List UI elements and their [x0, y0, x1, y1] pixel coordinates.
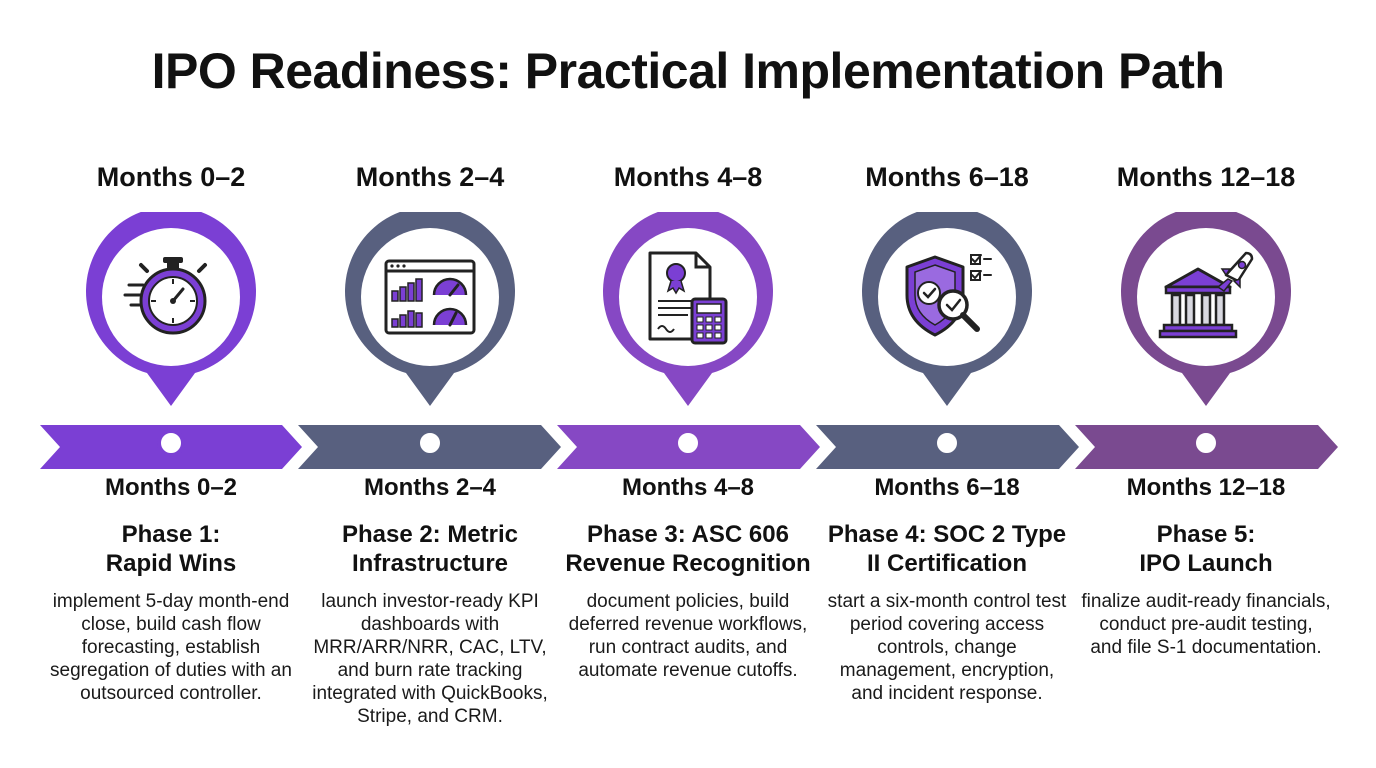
- phase-1: Months 0–2 Months 0–2 Phase 1: R: [42, 0, 300, 768]
- phase-title: Phase 5: IPO Launch: [1139, 521, 1273, 577]
- phase-description: start a six-month control test period co…: [827, 591, 1067, 704]
- phase-description: implement 5-day month-end close, build c…: [50, 591, 292, 704]
- phase-months-bottom: Months 6–18: [874, 474, 1020, 501]
- phase-title: Phase 2: Metric Infrastructure: [341, 521, 519, 577]
- phase-3: Months 4–8 Months 4–8: [559, 0, 817, 768]
- phase-pin: [603, 212, 773, 412]
- phase-title: Phase 1: Rapid Wins: [105, 521, 237, 577]
- phase-description: document policies, build deferred revenu…: [568, 591, 808, 681]
- timeline-node-5: [1192, 429, 1220, 457]
- phase-title: Phase 4: SOC 2 Type II Certification: [827, 521, 1067, 577]
- stopwatch-icon: [121, 247, 221, 347]
- phase-description: finalize audit-ready financials, conduct…: [1081, 591, 1331, 658]
- page-title: IPO Readiness: Practical Implementation …: [151, 43, 1225, 99]
- phase-5: Months 12–18 Months 12–: [1077, 0, 1335, 768]
- phase-months-top: Months 2–4: [355, 162, 505, 192]
- phase-months-bottom: Months 12–18: [1126, 474, 1286, 501]
- kpi-dashboard-icon: [380, 247, 480, 347]
- phase-months-bottom: Months 4–8: [621, 474, 755, 501]
- phase-4: Months 6–18: [818, 0, 1076, 768]
- phase-pin: [1121, 212, 1291, 412]
- timeline-node-4: [933, 429, 961, 457]
- timeline-node-1: [157, 429, 185, 457]
- document-calculator-icon: [638, 247, 738, 347]
- phase-months-bottom: Months 2–4: [363, 474, 497, 501]
- phase-pin: [86, 212, 256, 412]
- timeline-arrow: [40, 425, 1338, 469]
- phase-description: launch investor-ready KPI dashboards wit…: [312, 591, 548, 727]
- shield-magnifier-icon: [897, 247, 997, 347]
- phase-months-top: Months 12–18: [1116, 162, 1296, 192]
- phase-months-top: Months 4–8: [613, 162, 763, 192]
- timeline-node-3: [674, 429, 702, 457]
- phase-title: Phase 3: ASC 606 Revenue Recognition: [565, 521, 811, 577]
- phase-months-bottom: Months 0–2: [104, 474, 238, 501]
- bank-rocket-icon: [1156, 247, 1256, 347]
- phase-pin: [345, 212, 515, 412]
- phase-months-top: Months 0–2: [96, 162, 246, 192]
- timeline-node-2: [416, 429, 444, 457]
- phase-pin: [862, 212, 1032, 412]
- phase-2: Months 2–4 Months 2–4 Phase 2: Metric I: [301, 0, 559, 768]
- phase-months-top: Months 6–18: [865, 162, 1029, 192]
